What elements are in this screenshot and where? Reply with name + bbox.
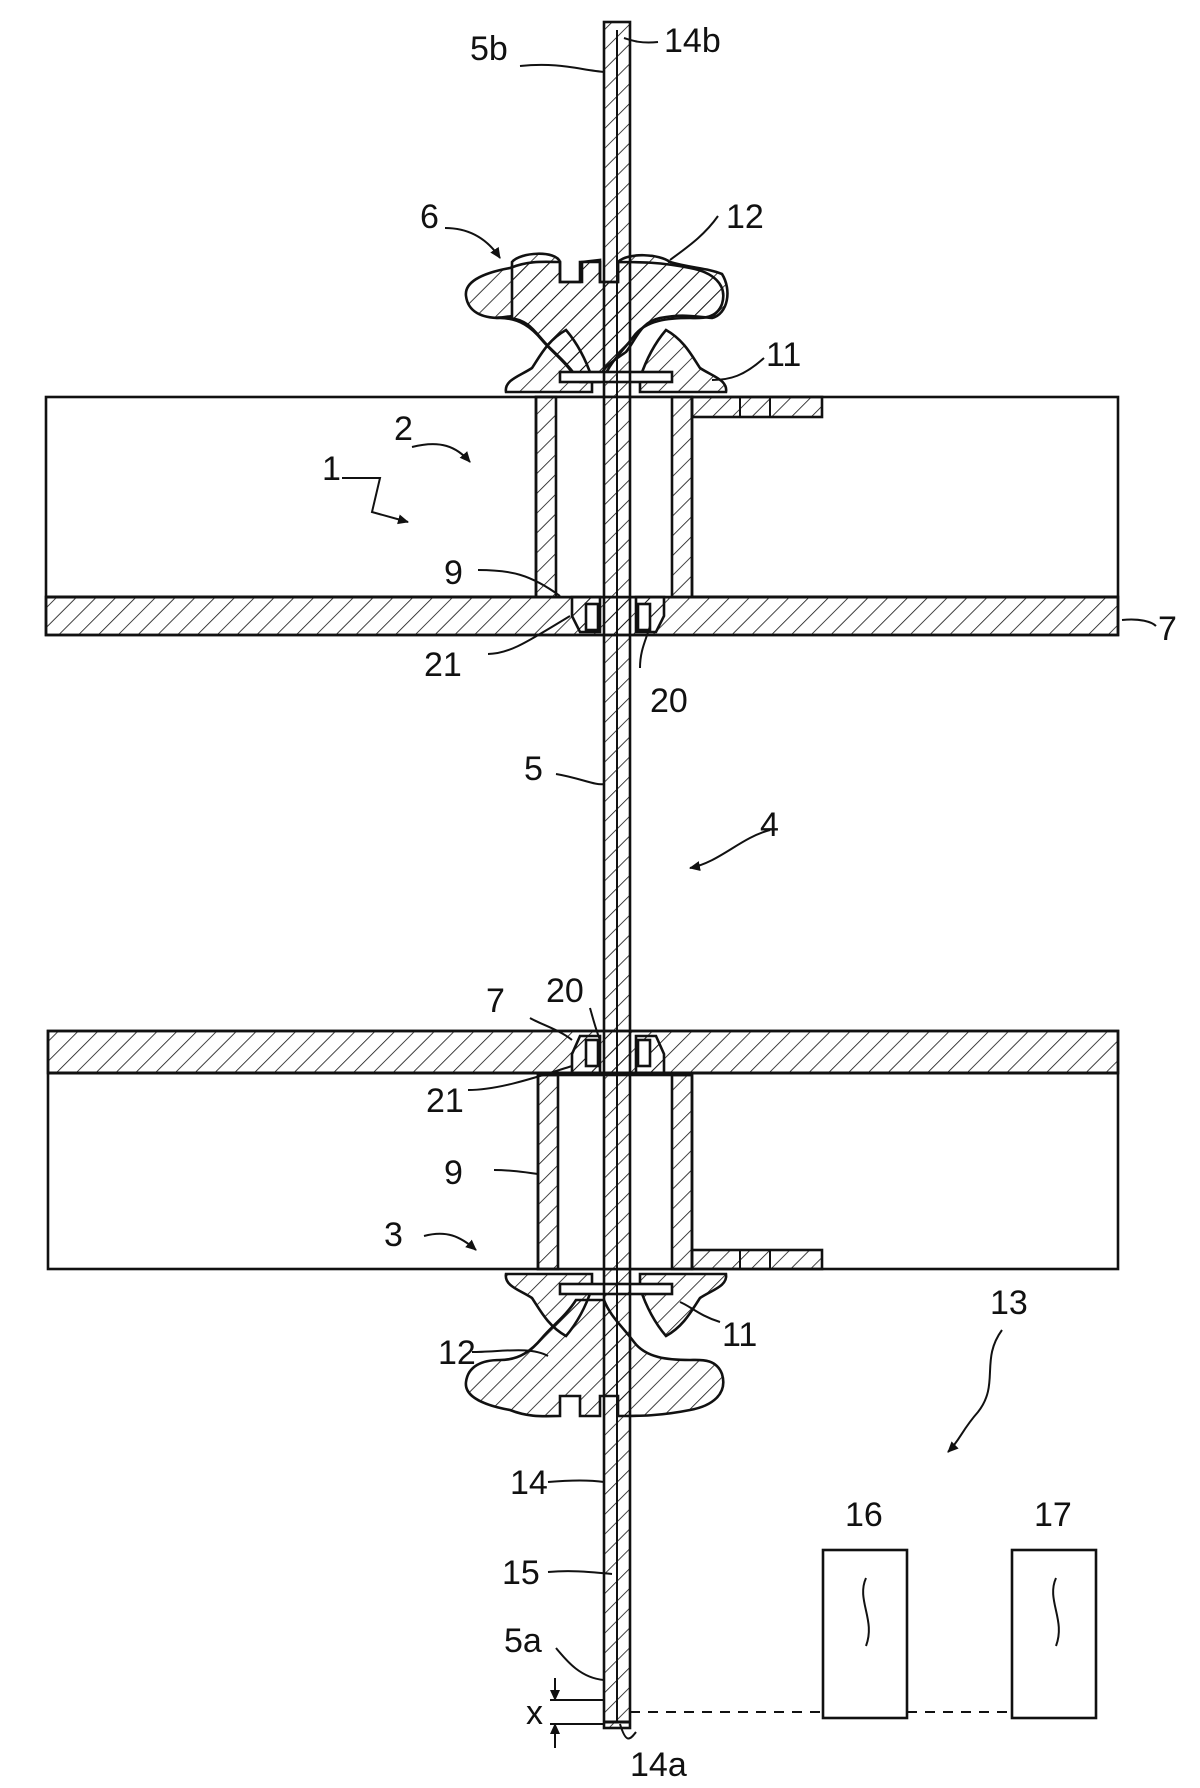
label-x: x xyxy=(526,1694,543,1732)
dimension-x xyxy=(550,1678,604,1748)
label-2: 2 xyxy=(394,410,413,448)
leader-17 xyxy=(1052,1577,1060,1647)
upper-panel xyxy=(44,395,1120,637)
detectors xyxy=(630,1548,1098,1720)
label-4: 4 xyxy=(760,806,779,844)
label-5b: 5b xyxy=(470,30,508,68)
label-20-bottom: 20 xyxy=(546,972,584,1010)
label-14: 14 xyxy=(510,1464,548,1502)
label-9-top: 9 xyxy=(444,554,463,592)
label-21-bottom: 21 xyxy=(426,1082,464,1120)
lower-bottom-plate xyxy=(690,1248,824,1271)
label-1: 1 xyxy=(322,450,341,488)
lower-panel xyxy=(46,1029,1120,1271)
reference-numerals: 5b 14b 6 12 11 2 1 9 7 21 20 5 4 7 20 21… xyxy=(322,22,1177,1784)
upper-top-plate xyxy=(690,395,824,419)
label-21-top: 21 xyxy=(424,646,462,684)
label-5: 5 xyxy=(524,750,543,788)
label-11-top: 11 xyxy=(766,336,801,374)
label-20-top: 20 xyxy=(650,682,688,720)
lower-knob-assembly xyxy=(464,1272,728,1418)
leader-lines xyxy=(342,37,1157,1740)
label-7-top: 7 xyxy=(1158,610,1177,648)
label-12-bottom: 12 xyxy=(438,1334,476,1372)
detector-17 xyxy=(1010,1548,1098,1720)
leader-16 xyxy=(862,1577,870,1647)
label-14b: 14b xyxy=(664,22,721,60)
label-13: 13 xyxy=(990,1284,1028,1322)
lower-knob-12 xyxy=(464,1298,725,1418)
label-16: 16 xyxy=(845,1496,883,1534)
lower-sleeve-9-left xyxy=(536,1073,560,1271)
label-15: 15 xyxy=(502,1554,540,1592)
upper-sleeve-9-left xyxy=(534,395,558,599)
upper-knob-assembly xyxy=(464,252,729,394)
label-7-bottom: 7 xyxy=(486,982,505,1020)
label-9-bottom: 9 xyxy=(444,1154,463,1192)
detector-16 xyxy=(821,1548,909,1720)
rod-5 xyxy=(602,20,632,1730)
label-5a: 5a xyxy=(504,1622,542,1660)
label-11-bottom: 11 xyxy=(722,1316,757,1354)
upper-sleeve-9-right xyxy=(670,395,694,599)
label-3: 3 xyxy=(384,1216,403,1254)
label-6: 6 xyxy=(420,198,439,236)
lower-sleeve-9-right xyxy=(670,1073,694,1271)
label-14a: 14a xyxy=(630,1746,687,1784)
label-17: 17 xyxy=(1034,1496,1072,1534)
label-12-top: 12 xyxy=(726,198,764,236)
